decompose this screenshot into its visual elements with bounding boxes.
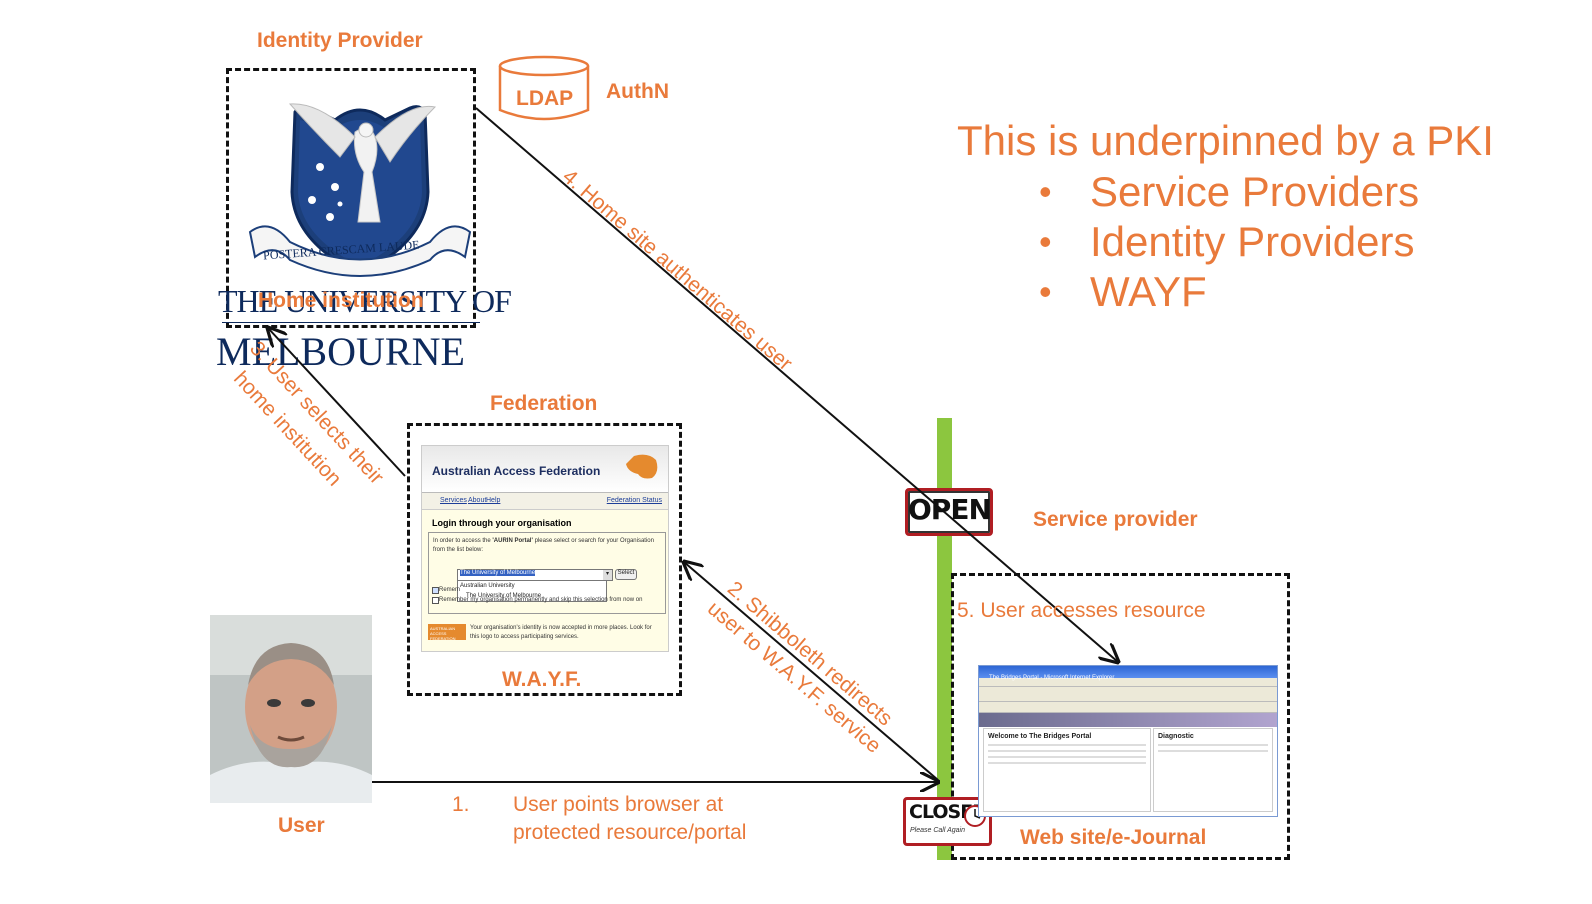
arrow-step4 bbox=[475, 107, 943, 511]
browser-menubar bbox=[979, 678, 1277, 687]
browser-titlebar: The Bridges Portal - Microsoft Internet … bbox=[979, 666, 1277, 681]
website-screenshot: The Bridges Portal - Microsoft Internet … bbox=[978, 665, 1278, 817]
aaf-badge: AUSTRALIAN ACCESS FEDERATION bbox=[428, 624, 466, 640]
home-institution-label: Home institution bbox=[258, 289, 424, 312]
website-box bbox=[951, 573, 1290, 860]
ldap-label: LDAP bbox=[516, 87, 574, 110]
portal-banner bbox=[979, 713, 1277, 727]
wayf-nav-services[interactable]: Services bbox=[440, 497, 467, 504]
university-name-line2: MELBOURNE bbox=[216, 329, 465, 374]
wayf-form: In order to access the 'AURIN Portal' pl… bbox=[428, 532, 666, 614]
pki-list: Service Providers Identity Providers WAY… bbox=[957, 167, 1419, 317]
authn-label: AuthN bbox=[606, 80, 669, 103]
portal-main-panel: Welcome to The Bridges Portal bbox=[983, 728, 1151, 812]
browser-toolbar bbox=[979, 687, 1277, 702]
step1-number: 1. bbox=[452, 793, 470, 816]
wayf-option[interactable]: The University of Melbourne bbox=[466, 593, 542, 599]
browser-addressbar bbox=[979, 702, 1277, 713]
open-sign: OPEN bbox=[905, 488, 993, 536]
university-divider bbox=[222, 322, 480, 323]
wayf-remember-checkbox-1[interactable] bbox=[432, 587, 439, 594]
step1-line2: protected resource/portal bbox=[513, 821, 747, 844]
pki-item: Service Providers bbox=[957, 167, 1419, 217]
arrow-step3 bbox=[268, 328, 406, 477]
wayf-nav: Services About Help Federation Status bbox=[422, 493, 668, 510]
wayf-footer-text: Your organisation's identity is now acce… bbox=[470, 625, 652, 640]
user-photo bbox=[210, 615, 372, 803]
open-sign-text: OPEN bbox=[908, 493, 992, 526]
wayf-heading: Login through your organisation bbox=[432, 518, 572, 528]
user-label: User bbox=[278, 814, 325, 837]
wayf-title: Australian Access Federation bbox=[432, 464, 601, 478]
identity-provider-box bbox=[226, 68, 476, 328]
wayf-nav-help[interactable]: Help bbox=[486, 497, 501, 504]
wayf-select-button[interactable]: Select bbox=[615, 569, 637, 580]
chevron-down-icon[interactable]: ▾ bbox=[603, 570, 612, 580]
wayf-remember-label-2: Remember my organisation permanently and… bbox=[439, 597, 643, 603]
identity-provider-label: Identity Provider bbox=[257, 29, 423, 52]
pki-item: Identity Providers bbox=[957, 217, 1419, 267]
arrow-step5 bbox=[941, 509, 1118, 662]
wayf-label: W.A.Y.F. bbox=[502, 668, 582, 691]
arrow-step2 bbox=[684, 562, 939, 781]
website-label: Web site/e-Journal bbox=[1020, 826, 1207, 849]
service-provider-label: Service provider bbox=[1033, 508, 1198, 531]
step5-text: 5. User accesses resource bbox=[957, 599, 1206, 622]
wayf-screenshot: Australian Access Federation Services Ab… bbox=[421, 445, 669, 652]
portal-diagnostic-heading: Diagnostic bbox=[1158, 733, 1194, 740]
portal-side-panel: Diagnostic bbox=[1153, 728, 1273, 812]
step1-line1: User points browser at bbox=[513, 793, 724, 816]
wayf-option[interactable]: Australian University bbox=[460, 583, 515, 589]
wayf-nav-about[interactable]: About bbox=[468, 497, 487, 504]
wayf-org-select[interactable]: The University of Melbourne ▾ bbox=[457, 569, 613, 581]
university-crest-logo bbox=[248, 103, 472, 277]
ldap-database-icon bbox=[498, 55, 590, 121]
portal-welcome-heading: Welcome to The Bridges Portal bbox=[988, 733, 1092, 740]
federation-label: Federation bbox=[490, 392, 598, 415]
wayf-intro: In order to access the 'AURIN Portal' pl… bbox=[433, 538, 654, 553]
wayf-dropdown-list[interactable]: Australian University The University of … bbox=[457, 580, 607, 602]
aaf-logo-icon bbox=[626, 454, 658, 479]
university-name-line1: THE UNIVERSITY OF bbox=[218, 283, 512, 319]
wayf-remember-label-1: Remem bbox=[439, 587, 461, 593]
wayf-federation-status-link[interactable]: Federation Status bbox=[606, 497, 662, 504]
pki-title: This is underpinned by a PKI bbox=[957, 117, 1494, 164]
wayf-remember-checkbox-2[interactable] bbox=[432, 597, 439, 604]
pki-item: WAYF bbox=[957, 267, 1419, 317]
closed-sign-subtext: Please Call Again bbox=[910, 827, 965, 834]
